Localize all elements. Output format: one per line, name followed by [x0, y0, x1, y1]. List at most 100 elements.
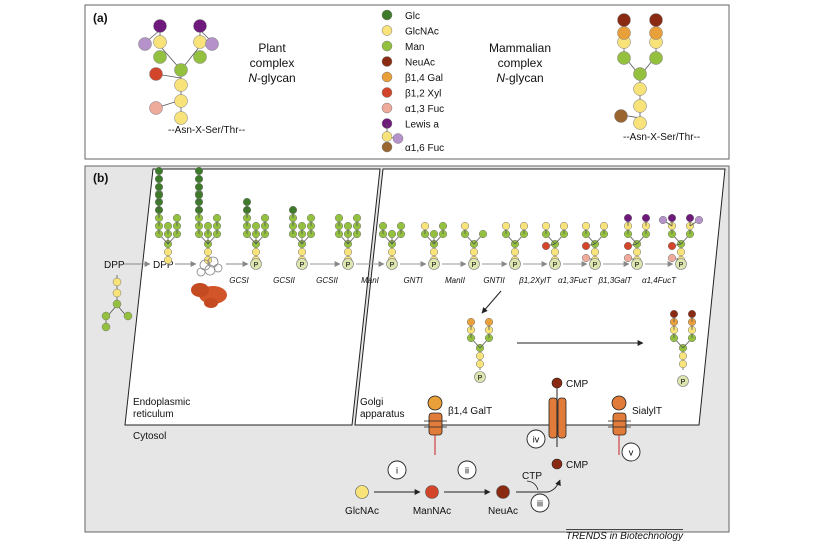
sugar-residue [251, 247, 261, 257]
golgi-sialylated-glycan: P [669, 309, 697, 387]
sugar-residue [649, 51, 663, 65]
sugar-residue [288, 205, 298, 215]
panel-a-tag: (a) [93, 11, 108, 25]
sugar-residue [633, 116, 647, 130]
sugar-residue [123, 311, 133, 321]
glucose-residue [194, 182, 204, 192]
sugar-residue [193, 50, 207, 64]
mammal-peptide: --Asn-X-Ser/Thr-- [623, 132, 700, 143]
legend-swatch-icon [381, 40, 393, 52]
legend-swatch-icon [381, 9, 393, 21]
sugar-residue [153, 50, 167, 64]
xylose-residue [541, 241, 551, 251]
golgi-label: Golgi [360, 397, 383, 408]
protein-label: P [254, 262, 259, 269]
protein-icon [250, 258, 262, 270]
step-marker [387, 460, 407, 480]
dpp-label-right: DPP [153, 260, 174, 271]
protein-icon [509, 258, 521, 270]
sugar-residue [193, 35, 207, 49]
sialylt-label: SialylT [632, 406, 662, 417]
protein-label: P [553, 262, 558, 269]
protein-icon [296, 258, 308, 270]
protein-icon [468, 258, 480, 270]
protein-label: P [478, 375, 483, 382]
sugar-residue [687, 309, 697, 319]
metabolite-label: NeuAc [488, 506, 518, 517]
sugar-residue [685, 213, 695, 223]
svg-text:complex: complex [498, 56, 543, 70]
sugar-residue [334, 213, 344, 223]
protein-label: P [679, 262, 684, 269]
metabolite-label: ManNAc [413, 506, 451, 517]
protein-icon [589, 258, 601, 270]
sugar-residue [378, 221, 388, 231]
sugar-residue [297, 221, 307, 231]
sugar-residue [469, 247, 479, 257]
plant-title: Plant complex N-glycan [248, 41, 295, 85]
galactose-residue [617, 26, 631, 40]
sugar-residue [101, 322, 111, 332]
sugar-residue [112, 277, 122, 287]
metabolite-label: GlcNAc [345, 506, 379, 517]
galt-label: β1,4 GalT [448, 406, 492, 417]
sugar-residue [484, 317, 494, 327]
svg-text:Mammalian: Mammalian [489, 41, 551, 55]
sugar-residue [396, 221, 406, 231]
sugar-residue [420, 221, 430, 231]
step-label: v [629, 448, 634, 458]
golgi-enzyme-label: α1,4FucT [642, 276, 677, 285]
sugar-residue [658, 215, 668, 225]
er-label: Endoplasmic [133, 397, 190, 408]
sugar-residue [352, 213, 362, 223]
protein-label: P [390, 262, 395, 269]
plant-peptide: --Asn-X-Ser/Thr-- [168, 125, 245, 136]
sugar-residue [429, 229, 439, 239]
xylose-residue [623, 241, 633, 251]
sugar-residue [297, 247, 307, 257]
sugar-residue [550, 247, 560, 257]
cytosol-label: Cytosol [133, 431, 166, 442]
cmp-sialic-transporter [548, 377, 567, 470]
sugar-residue [203, 221, 213, 231]
legend-swatch-icon [381, 87, 393, 98]
glucose-residue [154, 182, 164, 192]
sugar-residue [138, 37, 152, 51]
sugar-residue [174, 63, 188, 77]
sugar-residue [678, 351, 688, 361]
sugar-residue [678, 359, 688, 369]
protein-icon [474, 371, 486, 383]
protein-label: P [593, 262, 598, 269]
sugar-residue [541, 221, 551, 231]
sugar-residue [599, 221, 609, 231]
sugar-residue [193, 19, 207, 33]
sugar-residue [633, 67, 647, 81]
step-label: iv [533, 435, 540, 445]
sugar-residue [519, 221, 529, 231]
sugar-residue [101, 311, 111, 321]
sugar-residue [212, 213, 222, 223]
protein-label: P [635, 262, 640, 269]
sugar-residue [306, 213, 316, 223]
sugar-residue [623, 213, 633, 223]
golgi-enzyme-label: β1,2XylT [518, 276, 552, 285]
galt-enzyme [424, 395, 447, 455]
glucose-residue [154, 174, 164, 184]
fucose-residue [623, 253, 633, 263]
protein-label: P [513, 262, 518, 269]
sugar-residue [478, 229, 488, 239]
sugar-residue [581, 221, 591, 231]
golgi-galactosylated-glycan: P [466, 317, 494, 383]
sugar-residue [438, 221, 448, 231]
step-marker [457, 460, 477, 480]
protein-icon [428, 258, 440, 270]
sugar-residue [172, 213, 182, 223]
ost-complex [191, 256, 227, 308]
sugar-residue [475, 351, 485, 361]
sugar-residue [174, 94, 188, 108]
glucose-residue [154, 190, 164, 200]
